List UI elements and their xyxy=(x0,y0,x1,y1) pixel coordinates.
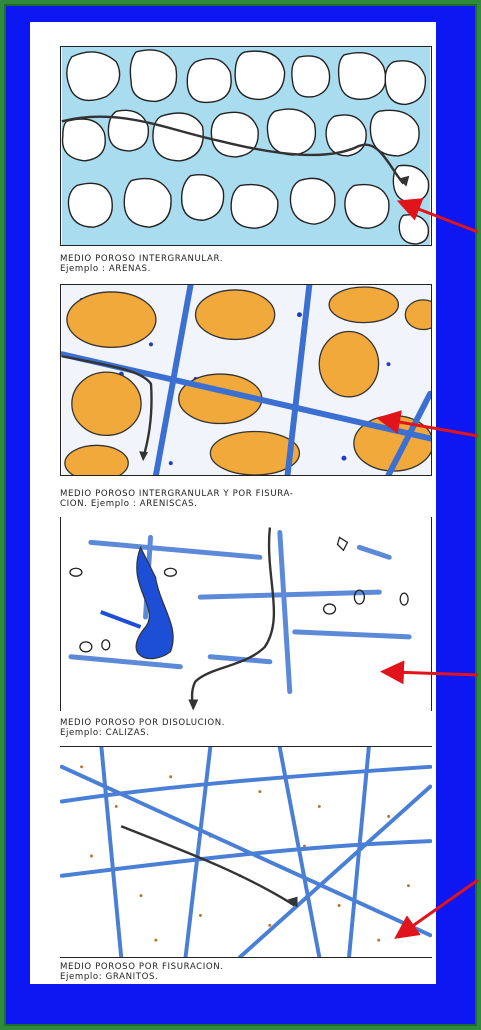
arrow-4 xyxy=(404,880,478,932)
arrow-1 xyxy=(408,205,478,232)
arrow-2 xyxy=(388,420,478,436)
arrow-3 xyxy=(392,672,478,675)
